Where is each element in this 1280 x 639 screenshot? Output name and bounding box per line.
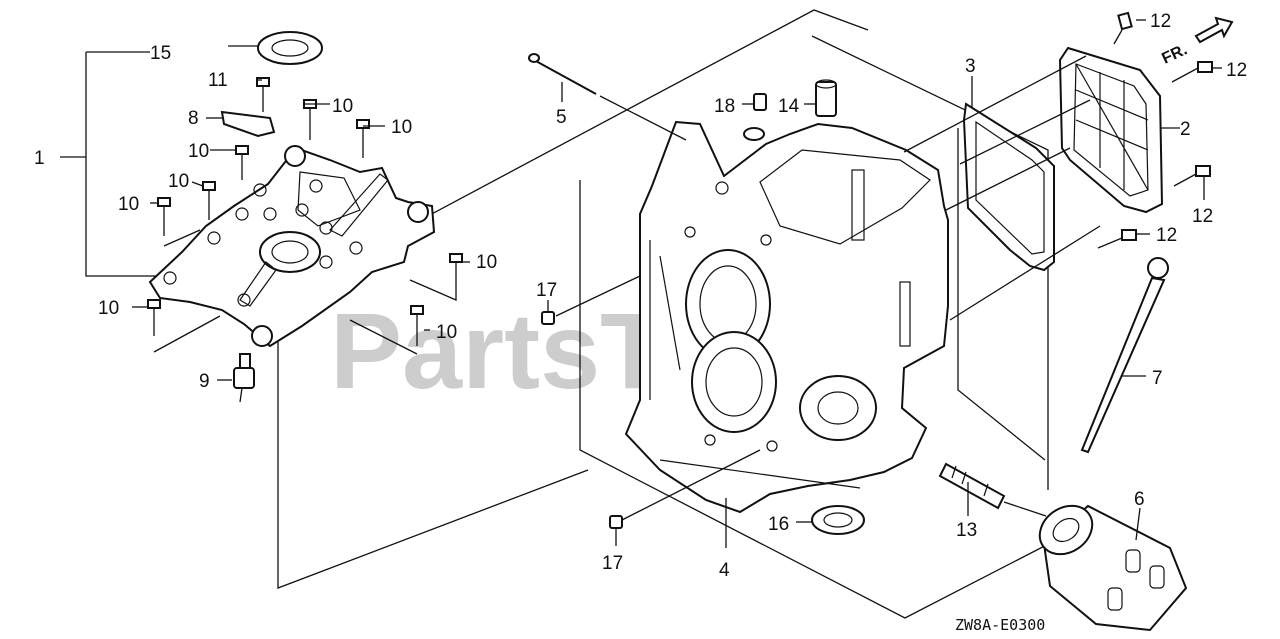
frame-left-lower bbox=[277, 335, 589, 589]
dowel-part-17 bbox=[541, 275, 761, 546]
callout-10-e: 10 bbox=[118, 194, 139, 215]
callout-16: 16 bbox=[768, 514, 789, 535]
callout-10-d: 10 bbox=[168, 171, 189, 192]
dowel-part-14 bbox=[804, 79, 837, 117]
gasket-part-3 bbox=[962, 102, 1055, 272]
leader-lines-block bbox=[725, 55, 1180, 548]
callout-14: 14 bbox=[778, 96, 800, 117]
callout-12-b: 12 bbox=[1226, 60, 1247, 81]
callout-15: 15 bbox=[150, 43, 171, 64]
callout-8: 8 bbox=[188, 108, 199, 129]
callout-12-a: 12 bbox=[1150, 11, 1171, 32]
oil-filter-part-6 bbox=[1038, 504, 1188, 632]
callout-9: 9 bbox=[199, 371, 210, 392]
callout-12-d: 12 bbox=[1156, 225, 1177, 246]
stud-part-13 bbox=[938, 462, 1047, 517]
bolt-group-12 bbox=[1097, 11, 1222, 249]
cylinder-block-part bbox=[624, 120, 949, 514]
callout-10-f: 10 bbox=[476, 252, 497, 273]
callout-10-c: 10 bbox=[188, 141, 209, 162]
diagram-code: ZW8A-E0300 bbox=[955, 616, 1045, 634]
callout-17-a: 17 bbox=[536, 280, 557, 301]
frame-top-long bbox=[367, 9, 869, 249]
callout-6: 6 bbox=[1134, 489, 1145, 510]
bolt-part-5 bbox=[528, 53, 687, 141]
callout-1: 1 bbox=[34, 148, 45, 169]
callout-10-g: 10 bbox=[98, 298, 119, 319]
frame-cover bbox=[957, 128, 1046, 461]
callout-11: 11 bbox=[208, 70, 228, 91]
callout-13: 13 bbox=[956, 520, 977, 541]
callout-4: 4 bbox=[719, 560, 730, 581]
callout-10-a: 10 bbox=[332, 96, 353, 117]
callout-7: 7 bbox=[1152, 368, 1163, 389]
callout-10-h: 10 bbox=[436, 322, 457, 343]
sensor-part-9 bbox=[233, 353, 255, 403]
dowel-part-18 bbox=[742, 93, 767, 111]
callout-17-b: 17 bbox=[602, 553, 623, 574]
bracket-plate-part bbox=[220, 110, 276, 138]
callout-10-b: 10 bbox=[391, 117, 412, 138]
oil-seal-15 bbox=[257, 31, 323, 65]
callout-3: 3 bbox=[965, 56, 976, 77]
callout-2: 2 bbox=[1180, 119, 1191, 140]
callout-12-c: 12 bbox=[1192, 206, 1213, 227]
dipstick-part-7 bbox=[1080, 257, 1169, 454]
callout-5: 5 bbox=[556, 107, 567, 128]
callout-labels: 1 2 3 4 5 6 7 8 9 10 10 10 10 10 10 10 1… bbox=[34, 11, 1247, 581]
svg-text:FR.: FR. bbox=[1159, 41, 1190, 67]
bearing-housing-part bbox=[148, 145, 436, 348]
callout-18: 18 bbox=[714, 96, 735, 117]
oil-seal-16 bbox=[796, 505, 865, 535]
frame-block-left bbox=[579, 180, 1061, 619]
frame-block-right bbox=[811, 35, 1049, 490]
bracket-part-1 bbox=[85, 52, 158, 277]
leader-lines-left bbox=[132, 45, 470, 381]
cover-part-2 bbox=[1058, 46, 1164, 214]
